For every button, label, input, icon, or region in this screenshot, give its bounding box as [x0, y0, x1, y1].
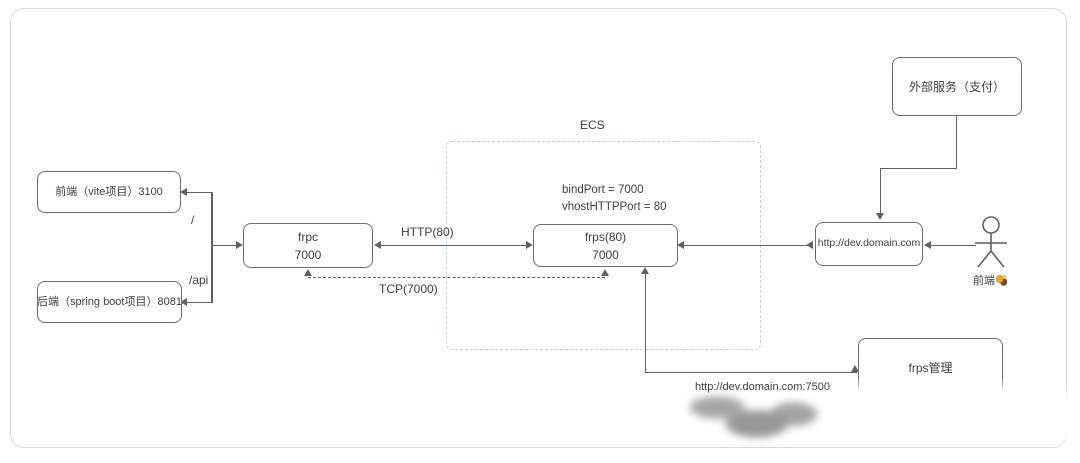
- arrowhead-into-frpc-icon: [236, 241, 243, 249]
- node-backend-springboot-label: 后端（spring boot项目）8081: [37, 295, 182, 308]
- connector-entry-to-frps: [683, 244, 808, 246]
- white-fade-corner: [1052, 392, 1078, 438]
- person-figure: [975, 216, 1007, 268]
- white-fade-left: [845, 385, 877, 427]
- white-fade-right: [983, 385, 1019, 427]
- node-external-payment-service-label: 外部服务（支付）: [908, 79, 1005, 94]
- connector-external-h: [880, 167, 957, 169]
- arrowhead-at-admin-edge-icon: [851, 365, 859, 372]
- connector-admin-v: [644, 273, 646, 372]
- connector-to-backend: [186, 301, 212, 303]
- node-frps-admin-label: frps管理: [908, 361, 953, 375]
- node-frps-port: 7000: [592, 247, 619, 262]
- route-api-label: /api: [189, 273, 209, 287]
- tcp7000-label: TCP(7000): [379, 282, 438, 296]
- node-http-entry-label: http://dev.domain.com: [817, 237, 921, 250]
- person-head-icon: [982, 216, 1000, 234]
- node-frpc-port: 7000: [294, 247, 322, 262]
- arrowhead-into-frps-http-icon: [526, 241, 533, 249]
- gray-smudge-blob: [688, 394, 820, 442]
- connector-external-v2: [879, 168, 881, 214]
- connector-http80: [380, 244, 527, 246]
- arrowhead-into-entry-icon: [924, 241, 931, 249]
- person-emoji-icon: [996, 274, 1007, 286]
- connector-tcp7000-dashed: [308, 277, 605, 278]
- person-label: 前端: [973, 272, 1007, 288]
- arrowhead-tcp-into-frpc-icon: [304, 269, 312, 276]
- node-frontend-vite: 前端（vite项目）3100: [37, 171, 181, 213]
- node-external-payment-service: 外部服务（支付）: [892, 57, 1022, 116]
- ecs-region-label: ECS: [580, 118, 605, 132]
- node-frps-name: frps(80): [584, 229, 627, 244]
- arrowhead-at-entry-edge-icon: [806, 241, 813, 249]
- node-frpc: frpc 7000: [243, 223, 373, 268]
- connector-split-to-frpc: [212, 244, 238, 246]
- arrowhead-into-frpc-http-icon: [374, 241, 381, 249]
- node-frpc-name: frpc: [297, 229, 318, 244]
- node-frontend-vite-label: 前端（vite项目）3100: [55, 185, 163, 198]
- connector-person-to-entry: [930, 244, 976, 246]
- arrowhead-admin-into-frps-icon: [641, 267, 649, 274]
- connector-frpc-split: [211, 192, 213, 303]
- connector-admin-h: [645, 371, 857, 373]
- arrowhead-into-backend-icon: [180, 298, 187, 306]
- node-frps: frps(80) 7000: [533, 224, 678, 267]
- frps-config-bindport: bindPort = 7000: [562, 184, 644, 196]
- arrowhead-tcp-into-frps-icon: [601, 269, 609, 276]
- frps-config-vhostport: vhostHTTPPort = 80: [562, 201, 667, 213]
- arrowhead-into-frps-entry-icon: [677, 241, 684, 249]
- node-backend-springboot: 后端（spring boot项目）8081: [37, 281, 182, 323]
- person-label-text: 前端: [973, 275, 995, 287]
- connector-external-v1: [955, 116, 957, 168]
- arrowhead-into-frontend-icon: [180, 188, 187, 196]
- node-http-entry: http://dev.domain.com: [815, 222, 923, 266]
- admin-url-label: http://dev.domain.com:7500: [695, 381, 830, 393]
- http80-label: HTTP(80): [401, 225, 454, 239]
- connector-to-frontend: [186, 191, 212, 193]
- node-frps-admin: frps管理: [858, 338, 1003, 392]
- arrowhead-external-into-entry-icon: [876, 213, 884, 220]
- route-root-label: /: [191, 213, 195, 227]
